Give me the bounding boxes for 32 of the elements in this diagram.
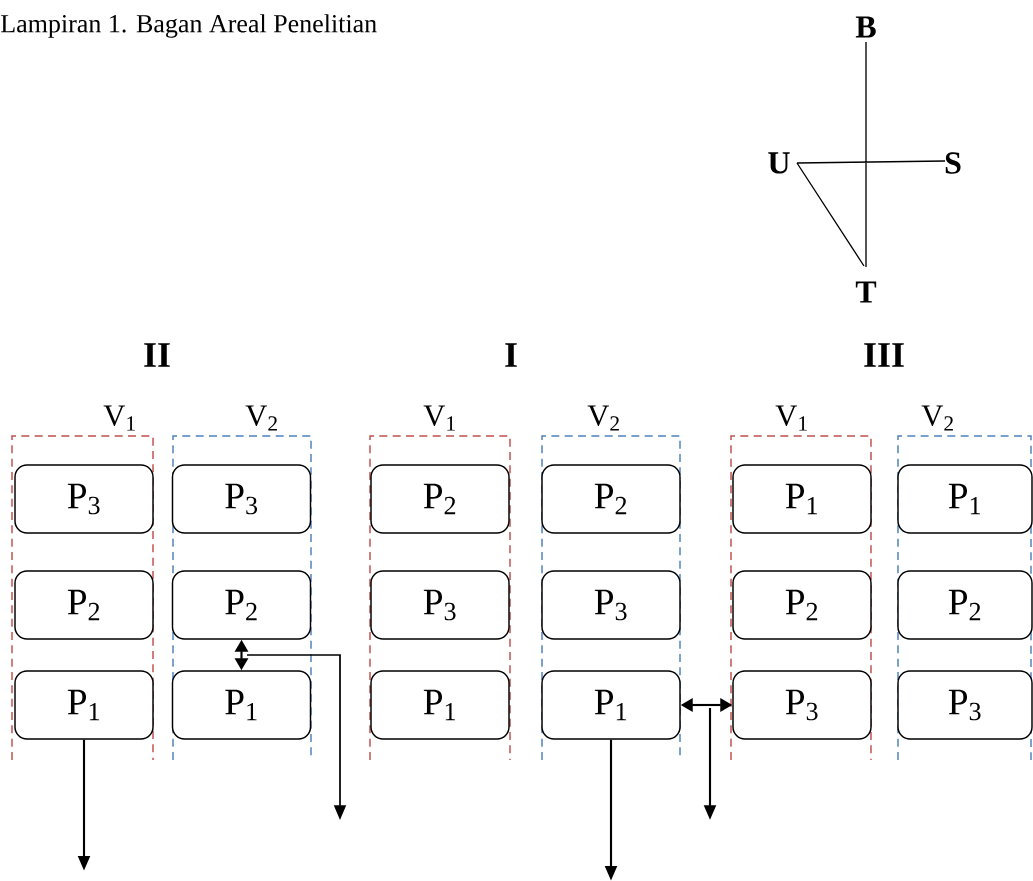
plot-box: P$_{2}$ [171,570,312,640]
plot-box: P$_{1}$ [541,670,681,740]
compass-letter: B [855,16,876,38]
plot-box: P$_{1}$ [14,670,154,740]
column-heading: V$_{2}$ [921,405,953,431]
plot-box: P$_{1}$ [897,464,1033,534]
plot-box: P$_{1}$ [732,464,872,534]
plot-box: P$_{3}$ [732,670,872,740]
compass-letter: U [768,152,790,174]
column-heading: V$_{1}$ [103,405,135,431]
plot-box: P$_{2}$ [14,570,154,640]
title: Lampiran 1. Bagan Areal Penelitian [1,14,377,38]
block-heading: I [505,343,517,367]
plot-box: P$_{3}$ [541,570,681,640]
plot-box: P$_{3}$ [171,464,312,534]
block-heading: III [864,343,904,367]
column-heading: V$_{2}$ [587,405,619,431]
plot-box: P$_{2}$ [732,570,872,640]
plot-box: P$_{2}$ [897,570,1033,640]
compass-letter: T [855,281,877,303]
plot-box: P$_{1}$ [171,670,312,740]
column-heading: V$_{1}$ [775,405,807,431]
plot-box: P$_{3}$ [897,670,1033,740]
compass-letter: S [945,152,961,174]
plot-box: P$_{1}$ [370,670,510,740]
column-heading: V$_{2}$ [245,405,277,431]
plot-box: P$_{3}$ [14,464,154,534]
plot-box: P$_{2}$ [370,464,510,534]
plot-box: P$_{2}$ [541,464,681,534]
column-heading: V$_{1}$ [423,405,455,431]
plot-box: P$_{3}$ [370,570,510,640]
block-heading: II [144,343,170,367]
